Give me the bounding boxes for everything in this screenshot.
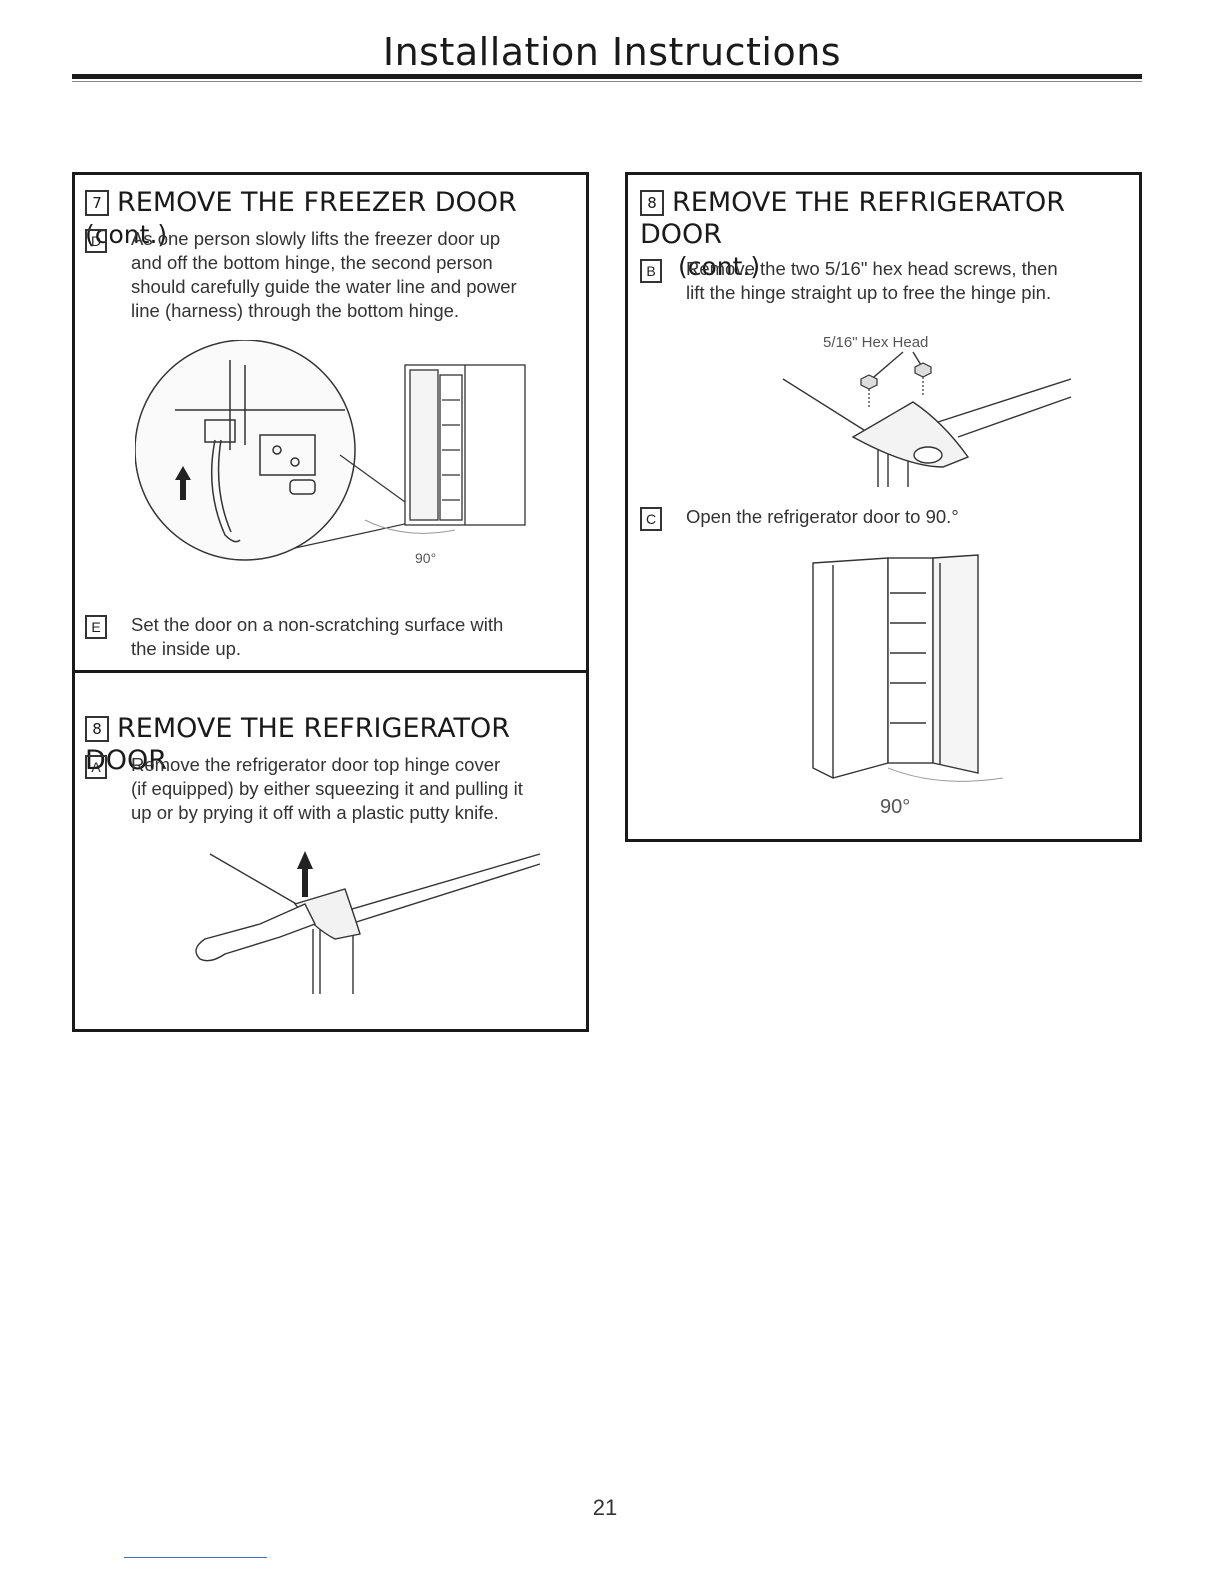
substep-letter: A [85,755,107,779]
substep-text: Remove the two 5/16" hex head screws, th… [686,258,1058,303]
substep-letter: C [640,507,662,531]
putty-knife [195,903,316,962]
hex-head-figure: 5/16" Hex Head [782,334,1072,487]
up-arrow-icon [175,466,191,500]
footer-rule [124,1557,267,1558]
step-number-badge: 8 [640,190,664,216]
magnified-circle [135,340,356,561]
substep-d: D As one person slowly lifts the freezer… [85,227,585,327]
substep-text: Open the refrigerator door to 90.° [686,506,959,527]
open-door-figure: 90° [812,554,1004,818]
heading-suffix: (cont.) [85,220,168,249]
title-rule-thin [72,81,1142,82]
step-heading: 7 REMOVE THE FREEZER DOOR (cont.) [85,187,586,251]
freezer-hinge-figure: 90° [135,340,526,566]
step-number-badge: 7 [85,190,109,216]
substep-a: A Remove the refrigerator door top hinge… [85,753,585,829]
up-arrow-icon [297,851,313,897]
angle-label: 90° [880,796,910,818]
substep-text: Remove the refrigerator door top hinge c… [131,754,523,823]
angle-arc [364,519,456,534]
heading-text: REMOVE THE REFRIGERATOR DOOR [640,187,1066,250]
hex-head-label: 5/16" Hex Head [823,334,928,351]
substep-letter: D [85,229,107,253]
heading-suffix: (cont.) [678,252,761,281]
heading-text: REMOVE THE FREEZER DOOR [117,187,517,218]
page-title: Installation Instructions [382,30,842,74]
angle-arc [887,767,1004,782]
substep-text: Set the door on a non-scratching surface… [131,614,504,659]
screw-icon [860,362,932,407]
panel-freezer-door: 7 REMOVE THE FREEZER DOOR (cont.) D As on… [72,172,589,678]
step-number-badge: 8 [85,716,109,742]
substep-letter: E [85,615,107,639]
substep-c: C Open the refrigerator door to 90.° [640,505,1135,533]
hinge-cover-figure [195,851,541,994]
substep-letter: B [640,259,662,283]
title-rule [72,74,1142,79]
substep-b: B Remove the two 5/16" hex head screws, … [640,257,1135,309]
angle-label: 90° [415,550,436,566]
page-number: 21 [592,1495,618,1520]
hinge-plate [851,401,970,468]
refrigerator-drawing [404,364,526,526]
substep-text: As one person slowly lifts the freezer d… [131,228,517,321]
heading-text: REMOVE THE REFRIGERATOR DOOR [85,713,511,776]
substep-e: E Set the door on a non-scratching surfa… [85,613,585,665]
